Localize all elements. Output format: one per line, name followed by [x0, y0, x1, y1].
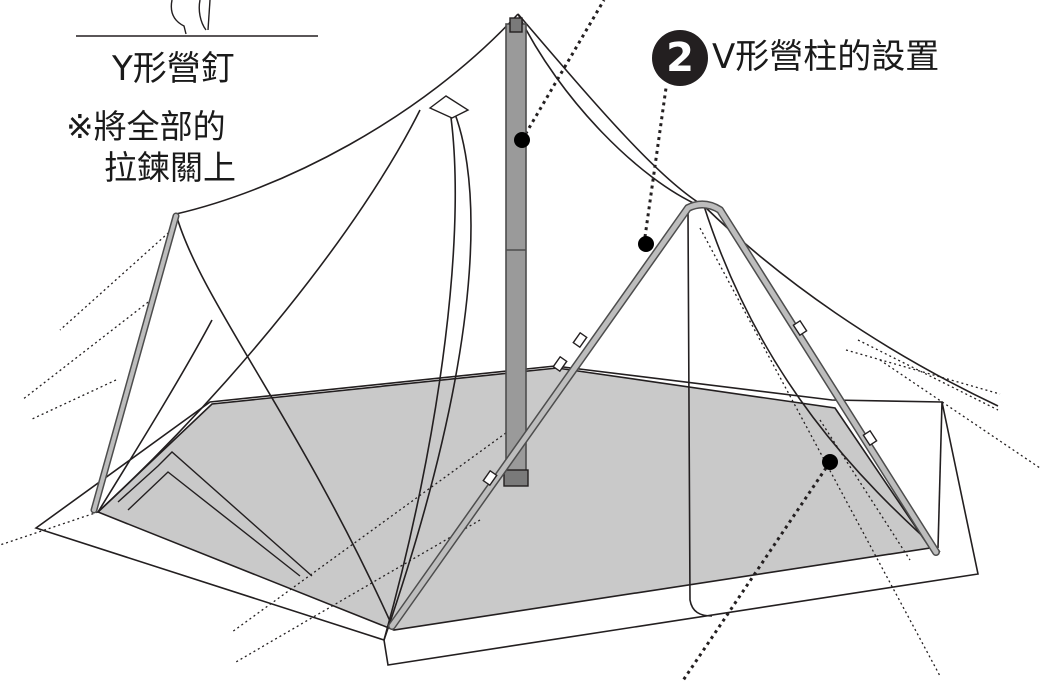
left-side-strut — [90, 212, 180, 514]
y-peg-icon — [76, 0, 318, 37]
pointer-dot-icon — [514, 132, 838, 470]
zipper-note-line-2: 拉鍊關上 — [104, 148, 236, 187]
y-peg-label: Y形營釘 — [112, 49, 235, 89]
step-title: V形營柱的設置 — [712, 37, 940, 77]
center-pole — [503, 17, 529, 487]
door-vent — [428, 95, 470, 119]
zipper-note-line-1: ※將全部的 — [66, 107, 226, 146]
guy-lines — [0, 225, 1041, 677]
pole-clips — [482, 319, 878, 487]
floor-corner-detail — [117, 451, 313, 577]
v-pole — [388, 200, 940, 630]
step-number-badge: 2 — [652, 30, 708, 86]
